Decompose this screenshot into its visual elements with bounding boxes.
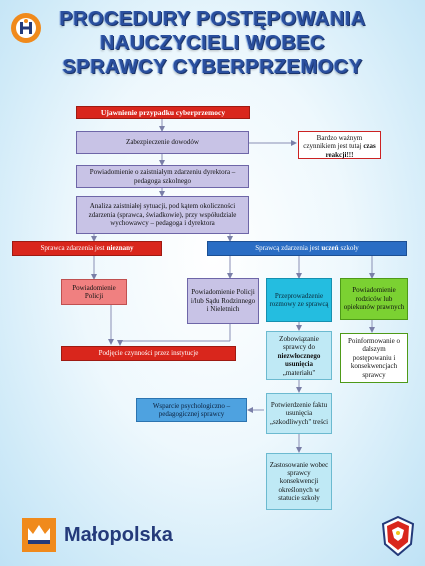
node-consequences: Zastosowanie wobec sprawcy konsekwencji … — [266, 453, 332, 510]
malopolska-emblem-icon — [22, 518, 56, 552]
node-disclosure: Ujawnienie przypadku cyberprzemocy — [76, 106, 250, 119]
reaction-note-exclaim: !!! — [346, 150, 354, 159]
page-title-line-2: NAUCZYCIELI WOBEC — [99, 32, 326, 54]
node-notify-parents: Powiadomienie rodziców lub opiekunów pra… — [340, 278, 408, 320]
node-notify-police: Powiadomienie Policji — [61, 279, 127, 305]
oblige-text: Zobowiązanie sprawcy do — [279, 335, 319, 352]
school-logo — [10, 12, 42, 44]
reaction-note-text: Bardzo ważnym czynnikiem jest tutaj — [303, 134, 364, 151]
brand-name: Małopolska — [64, 524, 173, 546]
unknown-emphasis: nieznany — [106, 244, 134, 253]
student-text-end: szkoły — [340, 244, 359, 253]
page-title-line-1: PROCEDURY POSTĘPOWANIA — [59, 8, 366, 30]
oblige-emphasis: niezwłocznego usunięcia — [277, 351, 321, 369]
node-perpetrator-student: Sprawcą zdarzenia jest uczeń szkoły — [207, 241, 407, 256]
node-inform-parents: Poinformowanie o dalszym postępowaniu i … — [340, 333, 408, 383]
police-emblem — [381, 515, 415, 557]
node-analysis: Analiza zaistniałej sytuacji, pod kątem … — [76, 196, 249, 234]
node-interview: Przeprowadzenie rozmowy ze sprawcą — [266, 278, 332, 322]
node-oblige-removal: Zobowiązanie sprawcy do niezwłocznego us… — [266, 331, 332, 380]
node-psych-support: Wsparcie psychologiczno – pedagogicznej … — [136, 398, 247, 422]
unknown-text: Sprawca zdarzenia jest — [40, 244, 105, 253]
page-title-line-3: SPRAWCY CYBERPRZEMOCY — [62, 56, 363, 78]
node-perpetrator-unknown: Sprawca zdarzenia jest nieznany — [12, 241, 162, 256]
oblige-text-end: „materiału" — [282, 368, 316, 377]
node-notify-police-court: Powiadomienie Policji i/lub Sądu Rodzinn… — [187, 278, 259, 324]
student-text: Sprawcą zdarzenia jest — [255, 244, 320, 253]
node-notify-director: Powiadomienie o zaistniałym zdarzeniu dy… — [76, 165, 249, 188]
node-reaction-time-note: Bardzo ważnym czynnikiem jest tutaj czas… — [298, 131, 381, 159]
node-confirm-removal: Potwierdzenie faktu usunięcia „szkodliwy… — [266, 393, 332, 434]
node-secure-evidence: Zabezpieczenie dowodów — [76, 131, 249, 154]
student-emphasis: uczeń — [321, 244, 339, 253]
node-institution-action: Podjęcie czynności przez instytucje — [61, 346, 236, 361]
malopolska-logo: Małopolska — [22, 518, 192, 554]
reaction-note-emphasis: czas reakcji — [325, 142, 376, 159]
